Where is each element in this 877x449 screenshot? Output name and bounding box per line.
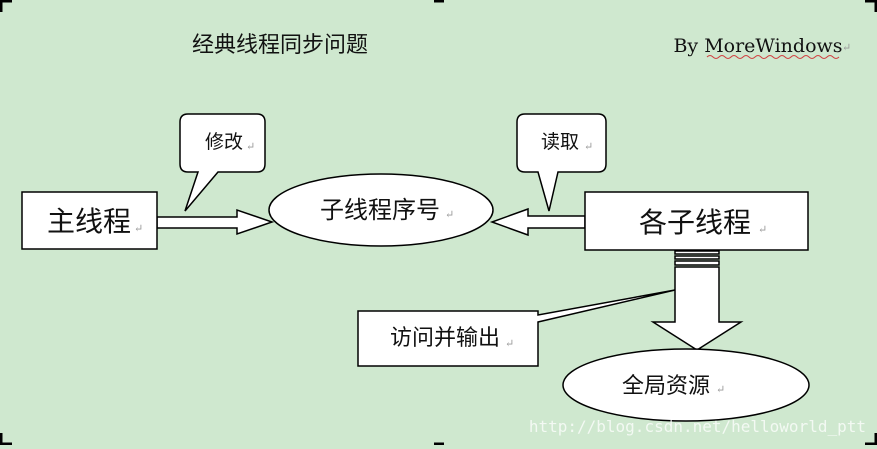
main-thread-box (21, 191, 158, 250)
callout-modify-label: 修改 (205, 131, 243, 153)
main-thread-label: 主线程 (47, 205, 131, 238)
paragraph-mark: ↵ (758, 223, 767, 236)
diagram-title: 经典线程同步问题 (192, 33, 368, 58)
access-output-label: 访问并输出 (390, 326, 500, 351)
child-seq-ellipse (268, 173, 494, 247)
child-threads-label: 各子线程 (639, 206, 751, 239)
paragraph-mark: ↵ (134, 222, 143, 235)
callout-access-output (357, 289, 676, 367)
author-label: By MoreWindows (673, 35, 842, 57)
child-seq-label: 子线程序号 (320, 196, 440, 224)
paragraph-mark: ↵ (246, 140, 255, 153)
global-resource-label: 全局资源 (622, 374, 710, 399)
child-threads-box (584, 191, 809, 251)
callout-read-label: 读取 (541, 131, 579, 153)
arrow-children-to-resource (650, 250, 744, 351)
callout-modify (179, 113, 266, 212)
callout-read (516, 113, 607, 212)
paragraph-mark: ↵ (505, 337, 514, 350)
global-resource-ellipse (562, 348, 810, 422)
watermark-url: http://blog.csdn.net/helloworld_ptt (529, 417, 866, 436)
arrow-main-to-seq (156, 208, 275, 236)
paragraph-mark: ↵ (445, 208, 454, 221)
paragraph-mark: ↵ (584, 140, 593, 153)
paragraph-mark: ↵ (842, 41, 851, 54)
spellcheck-underline (706, 55, 840, 59)
arrow-children-to-seq (489, 207, 586, 237)
paragraph-mark: ↵ (716, 383, 725, 396)
